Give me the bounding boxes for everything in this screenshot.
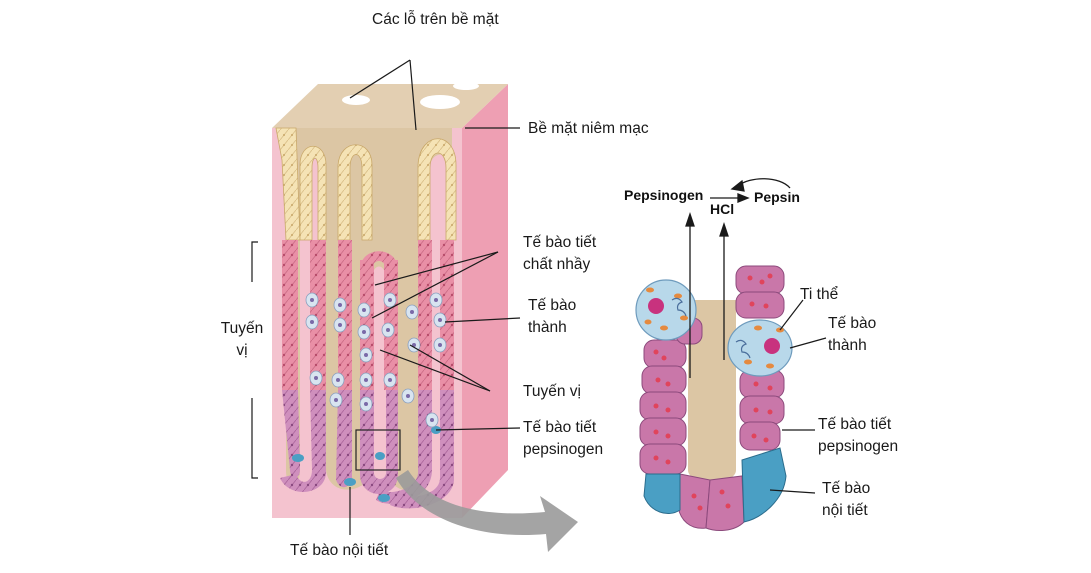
block-side-face: [462, 84, 508, 518]
gland-wall-pink: [282, 240, 298, 390]
inset-left-cells: [639, 317, 703, 475]
endocrine-cell: [344, 478, 356, 486]
endocrine-cell: [375, 452, 385, 460]
inset-right-cells: [735, 265, 785, 451]
endocrine-cell: [292, 454, 304, 462]
label-gastric-gland-right: Tuyến vị: [523, 383, 582, 400]
label-pepsinogen: Pepsinogen: [624, 187, 704, 203]
surface-pit: [420, 95, 460, 109]
leader-lines: [251, 59, 521, 535]
label-parietal-cell-line1: Tế bào: [528, 297, 577, 314]
label-mucus-cell-line1: Tế bào tiết: [523, 234, 597, 251]
inset-leader-lines: [769, 299, 827, 494]
label-inset-endocrine-line1: Tế bào: [822, 480, 871, 497]
label-pepsin: Pepsin: [754, 189, 800, 205]
inset-selection-box: [355, 429, 401, 471]
label-parietal-cell-line2: thành: [528, 319, 567, 336]
zoom-arrow: [396, 470, 578, 552]
mucosa-block: [272, 76, 508, 518]
inset-endocrine-cells: [643, 447, 787, 523]
label-gastric-gland-left: Tuyến vị: [214, 318, 270, 362]
secretion-arrows: [685, 178, 791, 378]
gland-wall-pink: [360, 251, 398, 270]
gland-wall-pink: [338, 240, 352, 390]
surface-pit: [453, 82, 479, 90]
block-top-surface: [272, 84, 508, 128]
label-mucus-cell: Tế bào tiết chất nhầy: [523, 232, 596, 276]
label-mucosa-surface: Bề mặt niêm mạc: [528, 120, 649, 137]
label-chief-cell-line1: Tế bào tiết: [523, 419, 597, 436]
gland-wall-mucus: [417, 138, 457, 241]
label-gastric-gland-left-line1: Tuyến: [220, 320, 264, 337]
label-surface-pits: Các lỗ trên bề mặt: [372, 11, 499, 28]
gland-wall-pink: [310, 240, 326, 390]
gland-wall-chief: [360, 390, 398, 494]
label-inset-endocrine: Tế bào nội tiết: [822, 478, 870, 522]
inset-parietal-cell-right: [727, 319, 793, 377]
label-gastric-gland-left-line2: vị: [236, 342, 248, 359]
label-mucus-cell-line2: chất nhầy: [523, 256, 591, 273]
surface-pit: [342, 95, 370, 105]
label-hcl: HCl: [710, 201, 735, 217]
gland-wall-chief: [280, 390, 327, 492]
label-inset-endocrine-line2: nội tiết: [822, 502, 868, 519]
label-chief-cell: Tế bào tiết pepsinogen: [523, 417, 603, 461]
label-inset-chief-line1: Tế bào tiết: [818, 416, 892, 433]
inset-gland: [635, 178, 827, 531]
label-parietal-cell: Tế bào thành: [528, 295, 576, 339]
inset-bottom-cells: [677, 473, 745, 531]
gland-wall-mucus: [299, 146, 327, 241]
label-inset-parietal: Tế bào thành: [828, 313, 876, 357]
endocrine-cell: [378, 494, 390, 502]
label-inset-parietal-line2: thành: [828, 337, 867, 354]
inset-granules: [653, 273, 773, 511]
gland-wall-pink: [418, 240, 432, 390]
label-inset-chief-line2: pepsinogen: [818, 438, 899, 455]
label-inset-parietal-line1: Tế bào: [828, 315, 877, 332]
label-endocrine-cell: Tế bào nội tiết: [290, 542, 389, 559]
surface-pit: [419, 76, 441, 84]
gland-wall-chief: [390, 390, 454, 509]
parietal-nuclei: [310, 298, 442, 422]
label-chief-cell-line2: pepsinogen: [523, 441, 604, 458]
label-mitochondria: Ti thể: [800, 286, 839, 303]
label-inset-chief: Tế bào tiết pepsinogen: [818, 414, 898, 458]
surface-pit: [378, 76, 402, 84]
gland-wall-chief: [376, 390, 432, 504]
inset-parietal-cell-left: [635, 279, 697, 341]
gland-wall-chief: [336, 390, 352, 488]
